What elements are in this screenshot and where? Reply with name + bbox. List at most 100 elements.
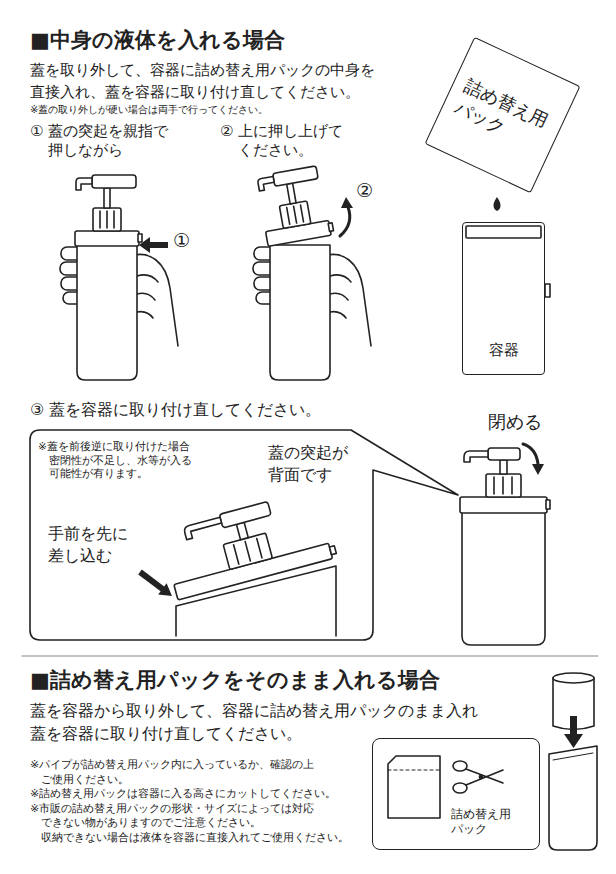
container-details bbox=[466, 226, 550, 297]
closed-bottle bbox=[488, 448, 520, 460]
container-details bbox=[545, 284, 550, 297]
closeup-lid-pump bbox=[236, 522, 248, 540]
closeup-lid-pump bbox=[329, 546, 336, 555]
pump-head bbox=[92, 175, 136, 188]
bottle-lid bbox=[75, 231, 139, 246]
container-box: 容器 bbox=[462, 222, 545, 375]
bottle-body bbox=[77, 245, 137, 380]
line-art bbox=[22, 165, 598, 850]
closeup-lid-pump bbox=[234, 539, 262, 565]
open-container bbox=[553, 753, 593, 760]
lifted-lid bbox=[257, 176, 275, 191]
push-arrow bbox=[139, 237, 168, 253]
bottle-body bbox=[270, 245, 330, 380]
lid-tab bbox=[138, 234, 142, 242]
hand bbox=[330, 275, 351, 282]
lifted-lid bbox=[287, 183, 296, 204]
bottle-step-one bbox=[60, 175, 178, 380]
text-slot: ※市販の詰め替え用パックの形状・サイズによっては対応 できない物がありますのでご… bbox=[30, 802, 352, 846]
hand bbox=[137, 293, 155, 300]
callout-number: ② bbox=[356, 179, 377, 201]
instruction-text: 蓋を取り外して、容器に詰め替え用パックの中身を 直接入れ、蓋を容器に取り付け直し… bbox=[30, 59, 378, 103]
container-details bbox=[466, 226, 541, 238]
note-list: ※パイプが詰め替え用パック内に入っているか、確認の上 ご使用ください。※詰め替え… bbox=[30, 758, 352, 845]
text-slot: 手前を先に 差し込む bbox=[48, 523, 131, 567]
cut-refill-pack bbox=[553, 673, 594, 683]
text-slot: ② 上に押し上げて ください。 bbox=[220, 122, 346, 160]
lifted-lid bbox=[273, 166, 319, 186]
callout-number: ① bbox=[173, 229, 194, 251]
closed-bottle bbox=[462, 512, 545, 645]
closed-bottle bbox=[460, 497, 547, 513]
lift-arrow bbox=[340, 207, 350, 236]
scissors bbox=[453, 761, 467, 771]
hand bbox=[137, 275, 158, 282]
section-heading: ■詰め替え用パックをそのまま入れる場合 bbox=[30, 666, 443, 694]
insert-arrow bbox=[138, 570, 172, 596]
text-slot: ② bbox=[356, 179, 377, 201]
step-label: ① 蓋の突起を親指で 押しながら bbox=[30, 122, 171, 160]
closed-bottle bbox=[486, 474, 521, 497]
note-text: ※市販の詰め替え用パックの形状・サイズによっては対応 できない物がありますのでご… bbox=[30, 802, 352, 846]
text-slot: 容器 bbox=[487, 340, 520, 360]
step-label: ② 上に押し上げて ください。 bbox=[220, 122, 346, 160]
note-text: ※パイプが詰め替え用パック内に入っているか、確認の上 ご使用ください。 bbox=[30, 758, 318, 787]
pack-label: 詰め替え用 パック bbox=[450, 74, 555, 157]
pouch-panel: 詰め替え用 パック bbox=[372, 738, 540, 850]
text-slot: ※パイプが詰め替え用パック内に入っているか、確認の上 ご使用ください。 bbox=[30, 758, 352, 787]
closed-bottle bbox=[500, 460, 507, 474]
scissors bbox=[453, 761, 503, 793]
hand bbox=[137, 312, 153, 318]
text-slot: ※蓋を前後逆に取り付けた場合 密閉性が不足し、水等が入る 可能性が有ります。 bbox=[38, 440, 195, 481]
lifted-lid bbox=[328, 223, 333, 232]
closeup-lid-pump bbox=[159, 488, 337, 600]
open-container bbox=[549, 746, 597, 850]
closed-bottle bbox=[464, 451, 488, 462]
scissors bbox=[479, 775, 482, 778]
lifted-lid bbox=[256, 165, 334, 247]
liquid-drop bbox=[494, 197, 501, 211]
text-slot: ■詰め替え用パックをそのまま入れる場合 bbox=[30, 666, 443, 694]
lift-arrow-head bbox=[341, 197, 353, 208]
scissors bbox=[453, 783, 467, 793]
container-label: 容器 bbox=[487, 340, 520, 360]
pump-collar bbox=[93, 208, 121, 231]
close-arrow-head bbox=[532, 464, 544, 475]
hand bbox=[330, 312, 346, 318]
text-slot: ■中身の液体を入れる場合 bbox=[30, 26, 288, 54]
callout-text: 蓋の突起が 背面です bbox=[268, 442, 351, 486]
pump-spout bbox=[76, 178, 92, 190]
refill-pack: 詰め替え用 パック bbox=[424, 37, 580, 193]
refill-pouch bbox=[388, 770, 440, 771]
hand bbox=[330, 293, 348, 300]
text-slot: ③ 蓋を容器に取り付け直してください。 bbox=[30, 399, 325, 421]
collar-ribs bbox=[100, 211, 114, 228]
closed-bottle bbox=[546, 500, 550, 509]
closeup-lid-pump bbox=[183, 517, 223, 539]
close-arrow bbox=[523, 444, 538, 464]
open-container bbox=[549, 746, 597, 850]
text-slot: ※詰め替え用パックは容器に入る高さにカットしてください。 bbox=[30, 787, 352, 802]
text-slot: 蓋の突起が 背面です bbox=[268, 442, 351, 486]
pouch-label: 詰め替え用 パック bbox=[451, 807, 514, 837]
section-divider bbox=[22, 656, 598, 657]
text-slot: ① 蓋の突起を親指で 押しながら bbox=[30, 122, 171, 160]
closed-bottle bbox=[460, 448, 550, 645]
text-slot: ※蓋の取り外しが硬い場合は両手で行ってください。 bbox=[30, 103, 272, 116]
callout-text: 手前を先に 差し込む bbox=[48, 523, 131, 567]
refill-pouch bbox=[388, 756, 440, 818]
callout-box: ※蓋を前後逆に取り付けた場合 密閉性が不足し、水等が入る 可能性が有ります。 蓋の… bbox=[30, 430, 373, 640]
lifted-lid bbox=[287, 205, 304, 224]
step-label: ③ 蓋を容器に取り付け直してください。 bbox=[30, 399, 325, 421]
bottle-step-two bbox=[253, 165, 371, 380]
pump-stem bbox=[104, 188, 110, 208]
closeup-lid-pump bbox=[219, 501, 271, 527]
insert-down-arrow bbox=[564, 716, 583, 748]
text-slot: 閉める bbox=[488, 411, 545, 433]
lifted-lid bbox=[279, 201, 311, 229]
note-text: ※蓋の取り外しが硬い場合は両手で行ってください。 bbox=[30, 103, 272, 116]
action-label: 閉める bbox=[488, 411, 545, 433]
text-slot: 蓋を取り外して、容器に詰め替え用パックの中身を 直接入れ、蓋を容器に取り付け直し… bbox=[30, 59, 378, 103]
section-heading: ■中身の液体を入れる場合 bbox=[30, 26, 288, 54]
